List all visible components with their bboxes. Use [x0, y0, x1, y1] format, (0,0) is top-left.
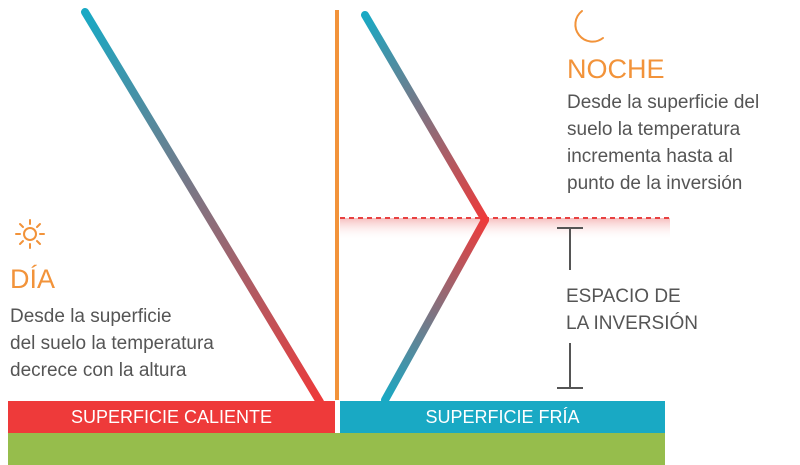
- inversion-label-line-1: ESPACIO DE: [566, 286, 681, 307]
- ground-strip: [8, 433, 665, 465]
- night-title: NOCHE: [567, 54, 665, 84]
- inversion-label-line-2: LA INVERSIÓN: [566, 313, 698, 334]
- inversion-bracket: [557, 227, 583, 389]
- day-desc-line-2: del suelo la temperatura: [10, 333, 214, 354]
- moon-icon: [574, 10, 604, 43]
- night-desc-line-3: incrementa hasta al: [567, 146, 733, 167]
- day-desc-line-3: decrece con la altura: [10, 360, 187, 381]
- night-desc-line-4: punto de la inversión: [567, 173, 743, 194]
- inversion-glow: [340, 218, 670, 240]
- night-desc-line-1: Desde la superficie del: [567, 92, 760, 113]
- hot-surface-label: SUPERFICIE CALIENTE: [70, 407, 273, 427]
- hot-surface-bar: [8, 401, 335, 433]
- night-desc-line-2: suelo la temperatura: [567, 119, 741, 140]
- night-lower-temperature-line: [381, 216, 489, 404]
- sun-icon: [15, 219, 45, 249]
- day-temperature-line: [81, 8, 324, 406]
- cold-surface-label: SUPERFICIE FRÍA: [425, 407, 580, 427]
- day-desc-line-1: Desde la superficie: [10, 306, 172, 327]
- night-upper-temperature-line: [361, 11, 489, 224]
- day-title: DÍA: [10, 264, 56, 294]
- cold-surface-bar: [340, 401, 665, 433]
